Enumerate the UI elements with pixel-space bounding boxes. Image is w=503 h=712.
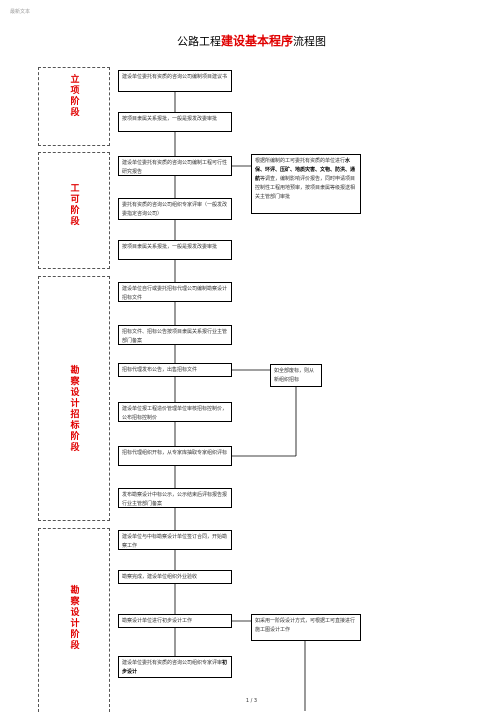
flow-box-feasibility-approval: 按项目隶属关系报批，一般是报发改委审批 <box>118 240 232 260</box>
flow-box-proposal-approval: 按项目隶属关系报批，一般是报发改委审批 <box>118 112 232 132</box>
stage-label: 工可阶段 <box>68 183 79 227</box>
flow-box-tender-filing: 招标文件、招标公告按项目隶属关系报行业主管部门备案 <box>118 325 232 345</box>
header-watermark: 最新文本 <box>10 9 31 15</box>
flow-box-tender-documents: 建设单位自行或委托招标代理公司编制勘察设计招标文件 <box>118 282 232 302</box>
side-box-one-stage-design: 如采用一阶段设计方式，可根据工可直接进行施工图设计工作 <box>251 614 361 641</box>
flow-box-preliminary-design: 勘察设计单位进行初步设计工作 <box>118 614 232 628</box>
flow-box-bid-opening: 招标代理组织开标，从专家库抽取专家组织评标 <box>118 446 232 466</box>
flow-box-price-review: 建设单位报工程造价管理单位审核招标控制价，公布招标控制价 <box>118 402 232 422</box>
flow-box-proposal: 建设单位委托有资质的咨询公司编制项目建议书 <box>118 70 232 92</box>
stage-label: 立项阶段 <box>68 74 79 118</box>
flow-box-field-acceptance: 勘察完成，建设单位组织外业验收 <box>118 570 232 584</box>
page-number: 1 / 3 <box>245 698 258 704</box>
side-box-rebid: 如全部废标，则从新组织招标 <box>270 364 322 387</box>
stage-feasibility: 工可阶段 <box>38 152 110 269</box>
title-prefix: 公路工程 <box>176 35 221 48</box>
impact-text-bold: 水保、环评、压矿、地质灾害、文物、防洪、通航 <box>255 158 356 182</box>
design-review-bold: 初步设计 <box>122 660 228 675</box>
flow-box-feasibility-report: 建设单位委托有资质的咨询公司编制工程可行性研究报告 <box>118 156 232 176</box>
stage-design-tender: 勘察设计招标阶段 <box>38 276 110 521</box>
page-title: 公路工程建设基本程序流程图 <box>0 33 503 50</box>
stage-initiation: 立项阶段 <box>38 67 110 146</box>
flow-box-design-review: 建设单位委托有资质的咨询公司组织专家评审初步设计 <box>118 656 232 678</box>
title-suffix: 流程图 <box>293 35 326 48</box>
flow-box-expert-review: 委托有资质的咨询公司组织专家评审（一般发改委指定咨询公司） <box>118 198 232 220</box>
title-emphasis: 建设基本程序 <box>220 34 293 48</box>
impact-text-pre: 根据所编制的工可委托有资质的单位进行 <box>255 158 346 164</box>
stage-label: 勘察设计阶段 <box>68 585 79 651</box>
stage-label: 勘察设计招标阶段 <box>68 365 79 453</box>
flow-box-award-notice: 发布勘察设计中标公示，公示结束后评标报告报行业主管部门备案 <box>118 488 232 508</box>
design-review-text: 建设单位委托有资质的咨询公司组织专家评审 <box>122 660 223 666</box>
stage-survey-design: 勘察设计阶段 <box>38 528 110 712</box>
flow-box-contract-signing: 建设单位与中标勘察设计单位签订合同，开始勘察工作 <box>118 530 232 550</box>
flow-box-tender-announcement: 招标代理发布公告，出售招标文件 <box>118 363 232 377</box>
impact-text-post: 等调查，编制影响评价报告，同时申请项目控制性工程用地预审，按项目隶属等级报送相关… <box>255 176 356 200</box>
side-box-impact-assessment: 根据所编制的工可委托有资质的单位进行水保、环评、压矿、地质灾害、文物、防洪、通航… <box>251 154 361 214</box>
